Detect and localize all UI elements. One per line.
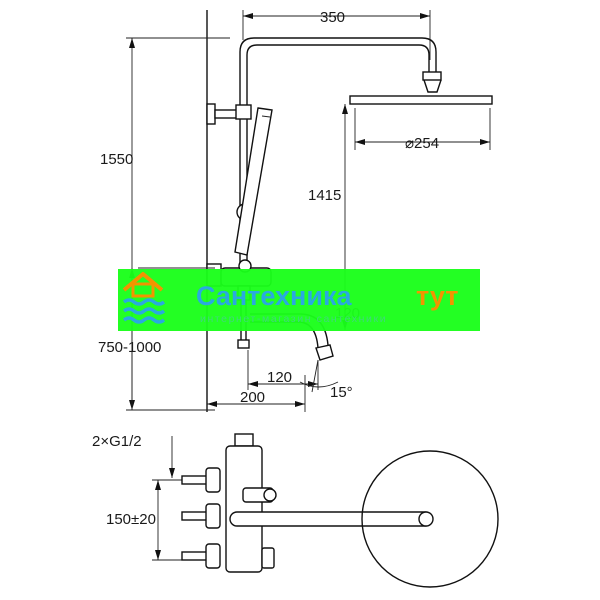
arrow-254-left bbox=[355, 139, 365, 145]
mixer-front-handle-knob bbox=[263, 488, 277, 502]
diverter-lever-end bbox=[237, 339, 250, 349]
house-waves-icon bbox=[122, 272, 166, 324]
dim-inlets: 2×G1/2 bbox=[92, 433, 142, 450]
hand-shower-face bbox=[261, 115, 271, 118]
hand-shower bbox=[234, 107, 273, 256]
spout-front-tip bbox=[418, 511, 434, 527]
angle-arc bbox=[299, 381, 339, 388]
arrow-200-right bbox=[295, 401, 305, 407]
inlet-eccentric-top bbox=[205, 467, 221, 493]
slider-top bbox=[235, 104, 252, 120]
dim-254: ⌀254 bbox=[405, 135, 439, 152]
arrow-120-right bbox=[308, 381, 318, 387]
mixer-front-top-cap bbox=[234, 433, 254, 447]
arrow-200-left bbox=[207, 401, 217, 407]
watermark-tagline: интернет-магазин сантехники bbox=[200, 313, 387, 325]
dim-angle: 15° bbox=[330, 384, 353, 401]
dim-200: 200 bbox=[240, 389, 265, 406]
arrow-350-right bbox=[420, 13, 430, 19]
mixer-front-body bbox=[225, 445, 263, 573]
spout-tip bbox=[315, 344, 334, 361]
inlet-pipe-top bbox=[181, 475, 209, 485]
dim-750-1000: 750-1000 bbox=[98, 339, 161, 356]
head-connector-nut bbox=[422, 71, 442, 81]
inlet-pipe-middle bbox=[181, 511, 209, 521]
arrow-150-top bbox=[155, 480, 161, 490]
watermark: Сантехника тут интернет-магазин сантехни… bbox=[118, 269, 480, 331]
arrow-inlets bbox=[169, 468, 175, 478]
head-connector-ball bbox=[423, 79, 442, 93]
inlet-eccentric-bottom bbox=[205, 543, 221, 569]
shower-arm-outer bbox=[239, 37, 437, 115]
arrow-254-right bbox=[480, 139, 490, 145]
arrow-1415-top bbox=[342, 104, 348, 114]
dim-150: 150±20 bbox=[106, 511, 156, 528]
dim-120-horizontal: 120 bbox=[267, 369, 292, 386]
shower-head-plate bbox=[349, 95, 493, 105]
arrow-1550-top bbox=[129, 38, 135, 48]
dim-1550: 1550 bbox=[100, 151, 133, 168]
arrow-150-bottom bbox=[155, 550, 161, 560]
wall-bracket-top-plate bbox=[206, 103, 216, 125]
watermark-band bbox=[118, 269, 480, 331]
inlet-pipe-bottom bbox=[181, 551, 209, 561]
inlet-eccentric-middle bbox=[205, 503, 221, 529]
arrow-120-left bbox=[248, 381, 258, 387]
dim-350: 350 bbox=[320, 9, 345, 26]
watermark-brand-accent: тут bbox=[416, 281, 458, 311]
mixer-front-bottom-knob bbox=[261, 547, 275, 569]
shower-head-plan bbox=[361, 450, 499, 588]
dim-1415: 1415 bbox=[308, 187, 341, 204]
shower-arm-inner bbox=[246, 44, 430, 115]
spout-front bbox=[229, 511, 433, 527]
watermark-brand: Сантехника bbox=[196, 281, 352, 311]
arrow-350-left bbox=[243, 13, 253, 19]
